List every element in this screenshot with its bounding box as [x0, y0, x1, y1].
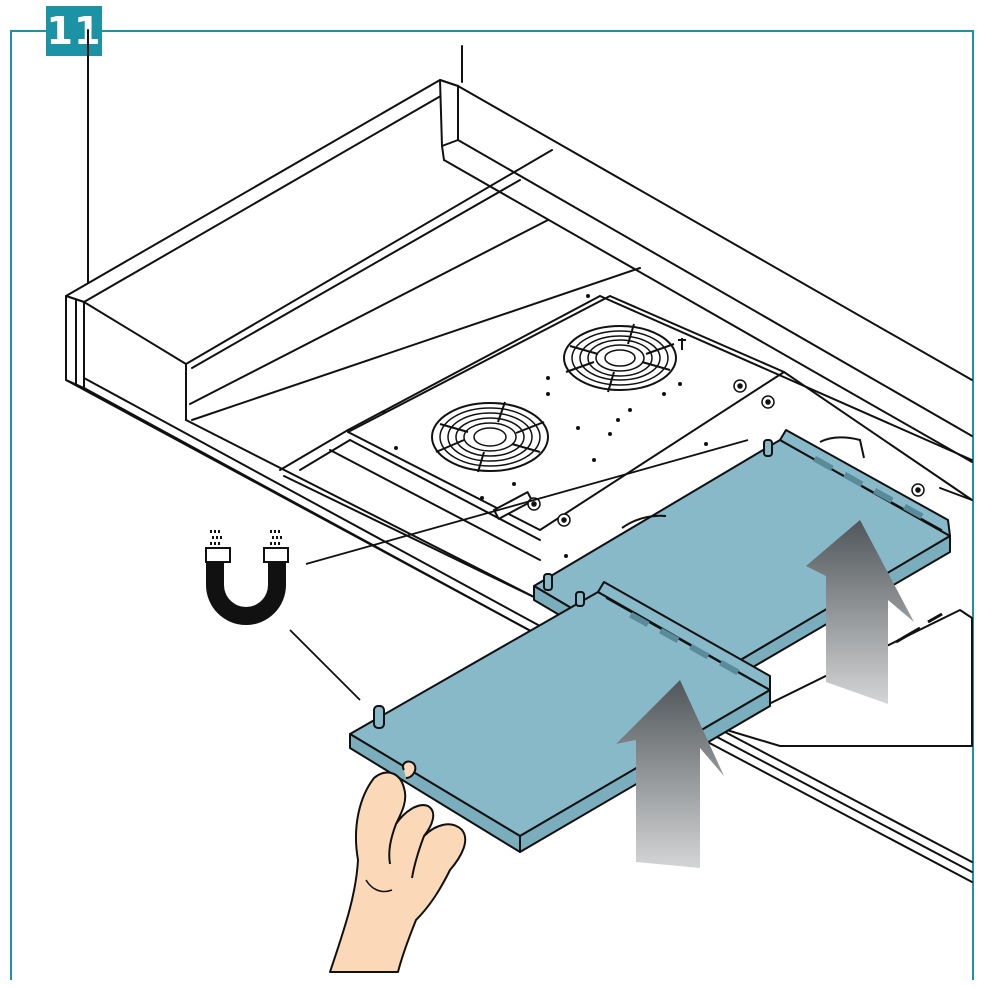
hand-icon [329, 760, 467, 973]
label-strip [895, 612, 943, 644]
magnet-icon [205, 530, 289, 625]
arrow-up-icon [616, 680, 724, 868]
step-number-badge: 11 [46, 6, 102, 56]
plate-holes [382, 294, 708, 558]
fan-grille-icon [563, 323, 677, 393]
arrow-up-icon [806, 520, 914, 704]
step-frame [10, 30, 974, 980]
leader-lines [289, 439, 749, 701]
fan-grille-icon [431, 401, 549, 473]
